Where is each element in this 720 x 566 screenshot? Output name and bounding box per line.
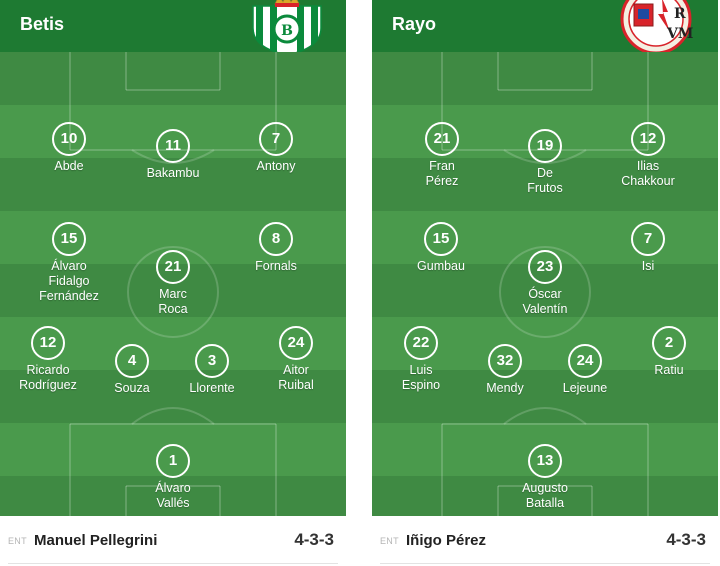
player-marker[interactable]: 7 Antony (221, 122, 331, 174)
player-name: De Frutos (527, 166, 563, 195)
player-marker[interactable]: 19 De Frutos (490, 129, 600, 196)
player-name: Álvaro Vallés (155, 481, 191, 510)
player-name: Ratiu (654, 363, 684, 377)
player-marker[interactable]: 24 Aitor Ruibal (241, 326, 346, 393)
player-number: 2 (652, 326, 686, 360)
player-number: 11 (156, 129, 190, 163)
player-marker[interactable]: 11 Bakambu (118, 129, 228, 181)
divider (8, 563, 338, 564)
formation: 4-3-3 (666, 530, 706, 549)
rayo-crest-icon: R VM (620, 0, 693, 55)
player-name: Óscar Valentín (522, 287, 568, 316)
player-name: Antony (256, 159, 296, 173)
coach-name[interactable]: Iñigo Pérez (406, 532, 487, 549)
player-number: 19 (528, 129, 562, 163)
player-marker[interactable]: 4 Souza (77, 344, 187, 396)
player-number: 15 (52, 222, 86, 256)
player-number: 4 (115, 344, 149, 378)
player-marker[interactable]: 8 Fornals (221, 222, 331, 274)
player-name: Marc Roca (158, 287, 188, 316)
player-marker[interactable]: 21 Fran Pérez (387, 122, 497, 189)
svg-text:B: B (281, 23, 293, 39)
player-number: 3 (195, 344, 229, 378)
player-name: Mendy (486, 381, 524, 395)
player-name: Lejeune (562, 381, 608, 395)
formation: 4-3-3 (294, 530, 334, 549)
player-name: Fornals (255, 259, 297, 273)
player-number: 24 (279, 326, 313, 360)
player-name: Augusto Batalla (522, 481, 568, 510)
player-name: Abde (54, 159, 84, 173)
player-marker[interactable]: 12 Ilias Chakkour (593, 122, 703, 189)
player-number: 15 (424, 222, 458, 256)
player-number: 21 (156, 250, 190, 284)
pitch: 10 Abde 11 Bakambu 7 Antony 15 Álvaro Fi… (0, 52, 346, 516)
player-name: Isi (641, 259, 655, 273)
team-lineup-card-home: Betis B (0, 0, 346, 566)
player-marker[interactable]: 1 Álvaro Vallés (118, 444, 228, 511)
player-number: 1 (156, 444, 190, 478)
coach-footer: ENT Iñigo Pérez 4-3-3 (372, 516, 718, 566)
player-name: Ricardo Rodríguez (19, 363, 77, 392)
team-name: Rayo (392, 14, 437, 34)
player-number: 23 (528, 250, 562, 284)
player-name: Llorente (189, 381, 235, 395)
player-marker[interactable]: 2 Ratiu (614, 326, 718, 378)
betis-crest-icon: B (252, 0, 322, 56)
player-number: 7 (631, 222, 665, 256)
player-marker[interactable]: 15 Álvaro Fidalgo Fernández (14, 222, 124, 304)
player-marker[interactable]: 13 Augusto Batalla (490, 444, 600, 511)
coach-footer: ENT Manuel Pellegrini 4-3-3 (0, 516, 346, 566)
player-number: 24 (568, 344, 602, 378)
player-marker[interactable]: 32 Mendy (450, 344, 560, 396)
pitch: 21 Fran Pérez 19 De Frutos 12 Ilias Chak… (372, 52, 718, 516)
divider (380, 563, 710, 564)
player-name: Souza (114, 381, 150, 395)
team-header: Betis B (0, 0, 346, 56)
svg-text:VM: VM (666, 26, 693, 42)
player-marker[interactable]: 23 Óscar Valentín (490, 250, 600, 317)
player-number: 8 (259, 222, 293, 256)
team-header: Rayo R VM (372, 0, 718, 55)
player-number: 7 (259, 122, 293, 156)
coach-name[interactable]: Manuel Pellegrini (34, 532, 158, 549)
player-name: Fran Pérez (425, 159, 459, 188)
player-number: 12 (31, 326, 65, 360)
player-name: Álvaro Fidalgo Fernández (39, 259, 99, 303)
team-lineup-card-away: Rayo R VM (372, 0, 718, 566)
player-marker[interactable]: 3 Llorente (157, 344, 267, 396)
player-name: Bakambu (146, 166, 200, 180)
svg-text:R: R (674, 6, 686, 22)
player-name: Luis Espino (401, 363, 441, 392)
player-marker[interactable]: 21 Marc Roca (118, 250, 228, 317)
player-marker[interactable]: 7 Isi (593, 222, 703, 274)
player-marker[interactable]: 10 Abde (14, 122, 124, 174)
player-name: Ilias Chakkour (621, 159, 675, 188)
player-marker[interactable]: 24 Lejeune (530, 344, 640, 396)
player-marker[interactable]: 12 Ricardo Rodríguez (0, 326, 103, 393)
player-marker[interactable]: 15 Gumbau (386, 222, 496, 274)
coach-prefix: ENT (8, 536, 27, 546)
player-name: Aitor Ruibal (278, 363, 314, 392)
player-number: 10 (52, 122, 86, 156)
player-number: 22 (404, 326, 438, 360)
player-number: 32 (488, 344, 522, 378)
player-name: Gumbau (417, 259, 465, 273)
team-name: Betis (20, 14, 65, 34)
player-number: 13 (528, 444, 562, 478)
player-marker[interactable]: 22 Luis Espino (372, 326, 476, 393)
player-number: 21 (425, 122, 459, 156)
player-number: 12 (631, 122, 665, 156)
coach-prefix: ENT (380, 536, 399, 546)
